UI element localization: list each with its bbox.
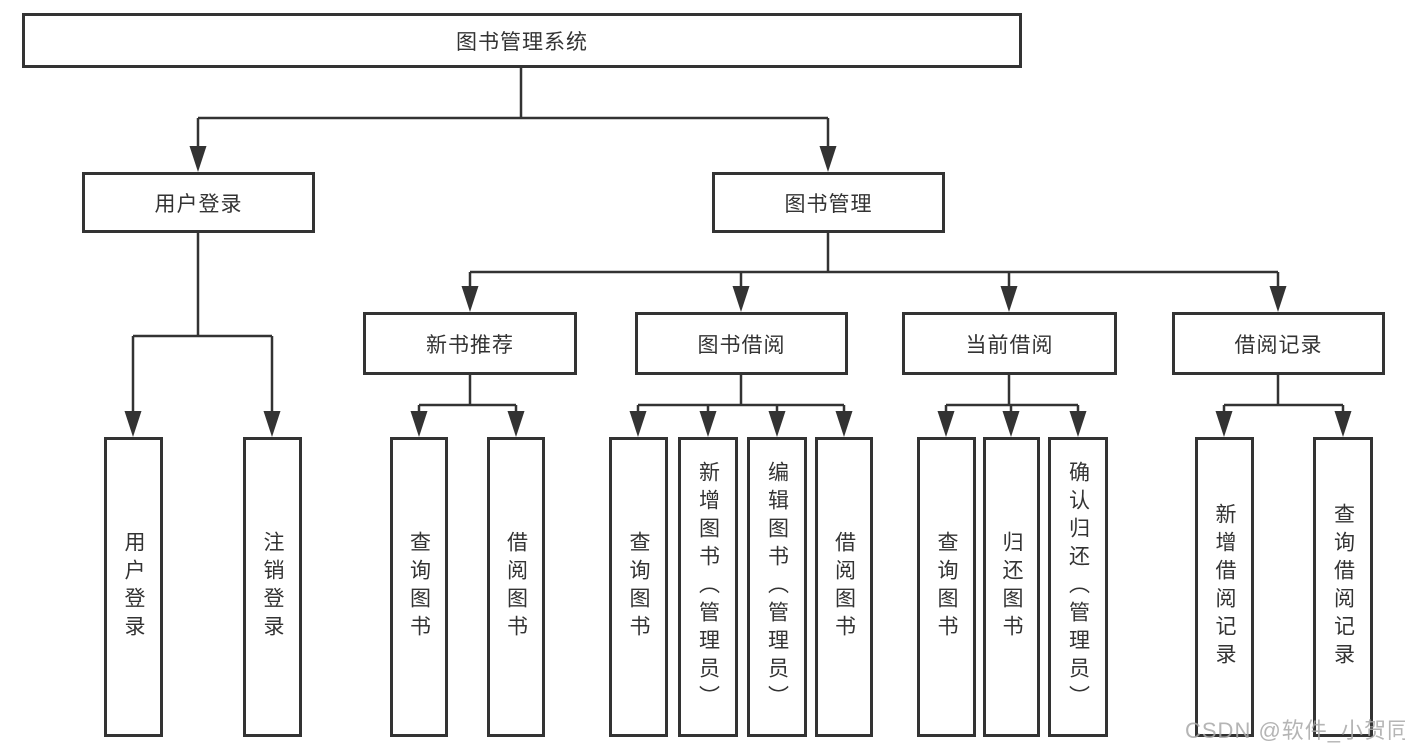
node-leaf-add-borrow-record: 新增借阅记录: [1195, 437, 1254, 737]
node-label: 当前借阅: [965, 333, 1054, 357]
arrow-down-icon: [1215, 411, 1233, 437]
arrow-down-icon: [410, 411, 428, 437]
node-label: 图书管理: [784, 192, 873, 216]
node-label: 新书推荐: [426, 333, 514, 357]
node-leaf-logout: 注销登录: [243, 437, 302, 737]
arrow-down-icon: [1000, 286, 1018, 312]
node-leaf-user-login: 用户登录: [104, 437, 163, 737]
node-label: 用户登录: [154, 192, 243, 216]
arrow-down-icon: [699, 411, 717, 437]
watermark: CSDN @软件_小贺同学: [1185, 718, 1405, 743]
arrow-down-icon: [629, 411, 647, 437]
node-label: 图书管理系统: [456, 30, 588, 54]
arrow-down-icon: [1069, 411, 1087, 437]
connector-lines: [131, 68, 1345, 430]
node-label: 查询图书: [935, 531, 958, 643]
arrow-down-icon: [1002, 411, 1020, 437]
arrow-down-icon: [732, 286, 750, 312]
arrow-down-icon: [937, 411, 955, 437]
node-leaf-borrow-books: 借阅图书: [815, 437, 873, 737]
arrow-down-icon: [461, 286, 479, 312]
arrowheads: [124, 146, 1352, 437]
node-root: 图书管理系统: [22, 13, 1022, 68]
node-label: 图书借阅: [697, 333, 786, 357]
node-label: 借阅图书: [504, 531, 528, 643]
node-label: 查询图书: [627, 531, 650, 643]
node-label: 用户登录: [122, 531, 145, 643]
arrow-down-icon: [1334, 411, 1352, 437]
node-leaf-query-books: 查询图书: [609, 437, 668, 737]
node-label: 新增图书（管理员）: [696, 461, 720, 713]
node-leaf-confirm-return-admin: 确认归还（管理员）: [1048, 437, 1108, 737]
node-label: 查询图书: [407, 531, 431, 643]
node-leaf-edit-books-admin: 编辑图书（管理员）: [747, 437, 807, 737]
node-label: 确认归还（管理员）: [1066, 461, 1090, 713]
node-book-borrowing: 图书借阅: [635, 312, 848, 375]
node-leaf-add-books-admin: 新增图书（管理员）: [678, 437, 738, 737]
node-leaf-borrow-books: 借阅图书: [487, 437, 545, 737]
node-label: 归还图书: [1000, 531, 1023, 643]
arrow-down-icon: [189, 146, 207, 172]
node-label: 查询借阅记录: [1331, 503, 1355, 671]
node-leaf-query-books: 查询图书: [390, 437, 448, 737]
node-new-book-recommend: 新书推荐: [363, 312, 577, 375]
node-label: 注销登录: [261, 531, 284, 643]
arrow-down-icon: [263, 411, 281, 437]
node-label: 编辑图书（管理员）: [765, 461, 789, 713]
node-leaf-return-books: 归还图书: [983, 437, 1040, 737]
node-book-management: 图书管理: [712, 172, 945, 233]
node-label: 借阅记录: [1234, 333, 1323, 357]
arrow-down-icon: [124, 411, 142, 437]
node-label: 借阅图书: [832, 531, 856, 643]
arrow-down-icon: [768, 411, 786, 437]
node-leaf-query-books: 查询图书: [917, 437, 976, 737]
node-user-login: 用户登录: [82, 172, 315, 233]
arrow-down-icon: [1269, 286, 1287, 312]
arrow-down-icon: [819, 146, 837, 172]
arrow-down-icon: [507, 411, 525, 437]
node-label: 新增借阅记录: [1213, 503, 1236, 671]
node-current-borrowing: 当前借阅: [902, 312, 1117, 375]
node-leaf-query-borrow-record: 查询借阅记录: [1313, 437, 1373, 737]
node-borrowing-records: 借阅记录: [1172, 312, 1385, 375]
arrow-down-icon: [835, 411, 853, 437]
